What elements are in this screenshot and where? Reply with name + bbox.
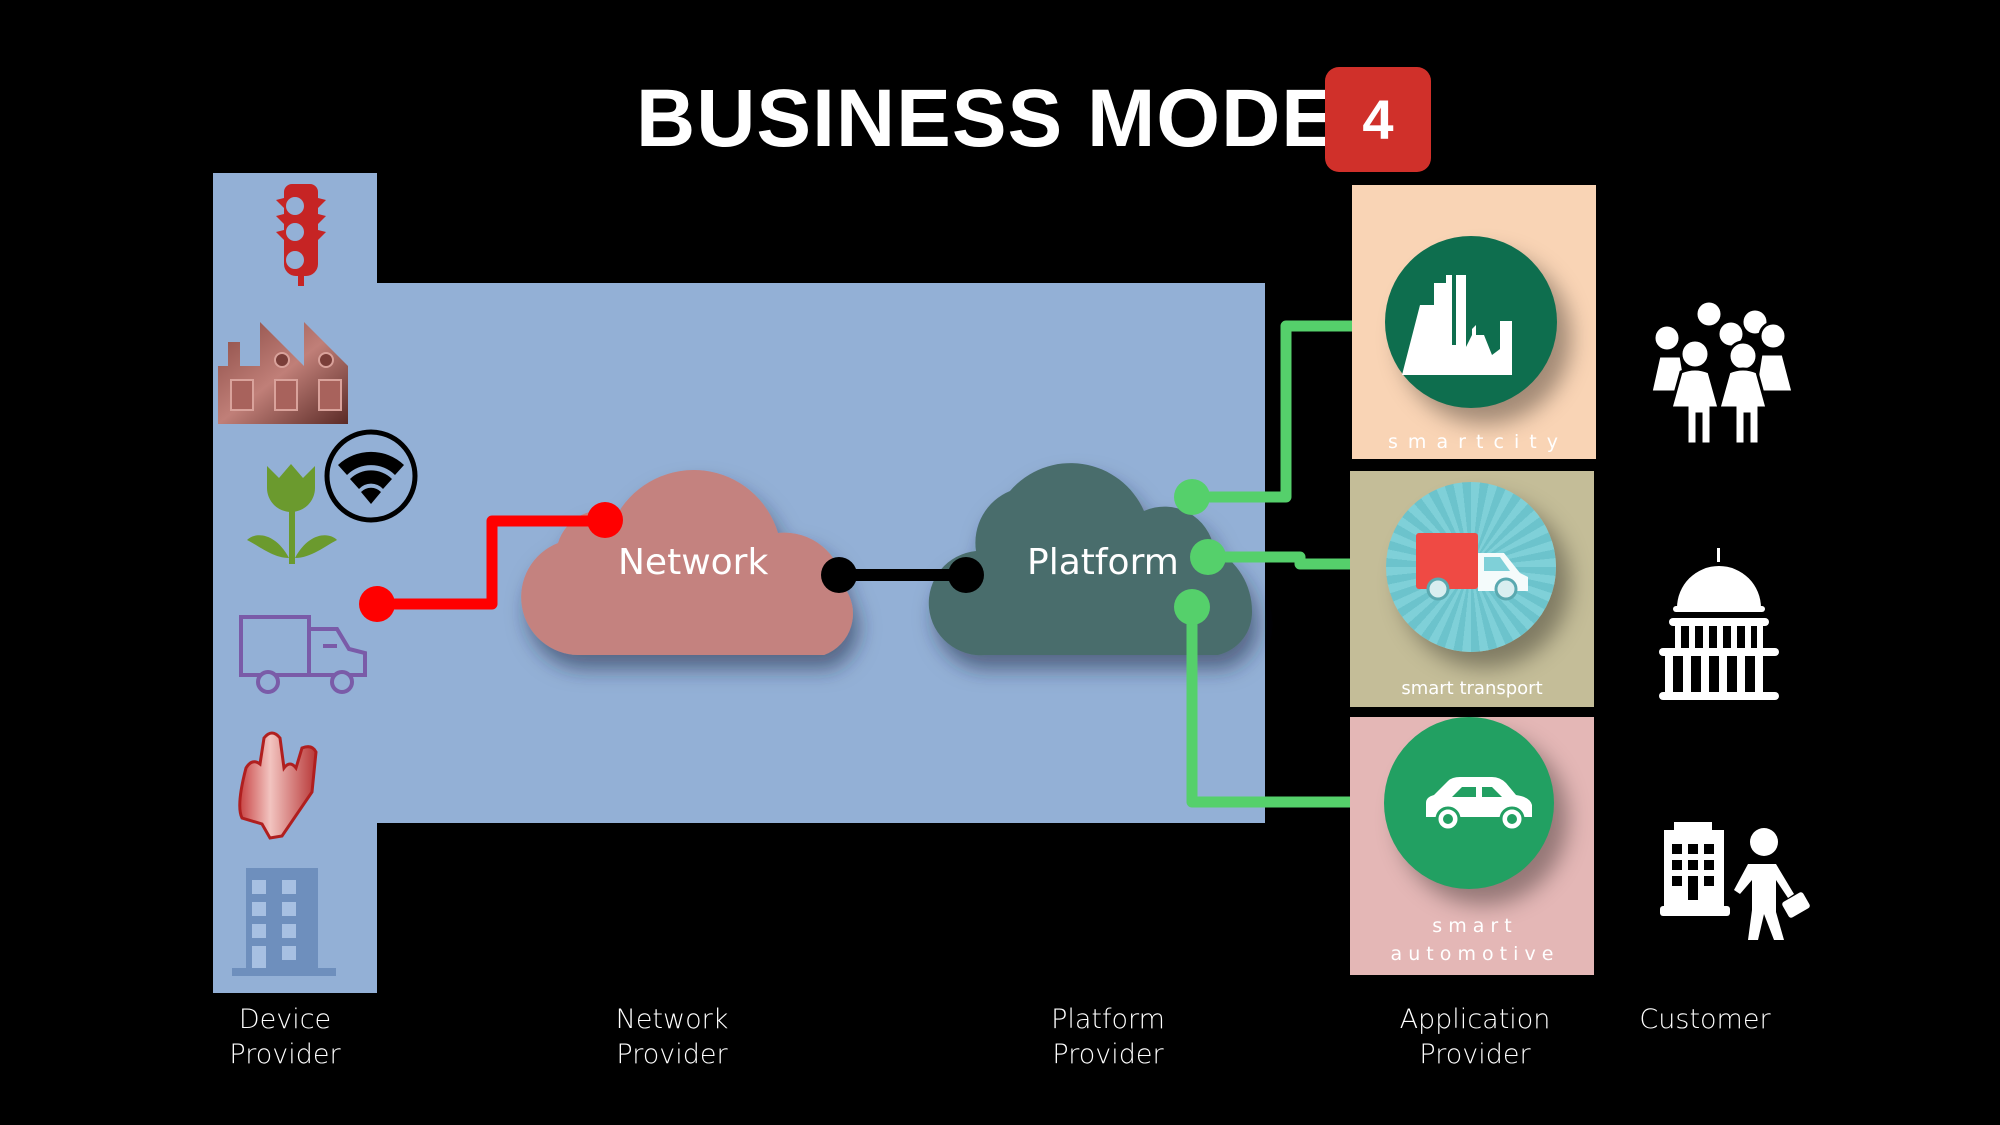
column-label-line1: Application	[1399, 1004, 1551, 1035]
robot-arm-icon	[238, 731, 318, 840]
connector-dot[interactable]	[948, 557, 984, 593]
platform-cloud-label: Platform	[1027, 542, 1179, 583]
connector-dot[interactable]	[359, 586, 395, 622]
office-building-icon	[232, 868, 336, 976]
network-cloud-label: Network	[618, 542, 769, 583]
plant-icon	[247, 464, 337, 564]
column-label-line1: Platform	[1051, 1004, 1165, 1035]
column-label-network-provider: Network Provider	[592, 1002, 752, 1072]
column-label-line2: Provider	[1419, 1039, 1531, 1070]
truck-icon	[239, 615, 367, 694]
platform-cloud	[928, 463, 1253, 656]
traffic-light-icon	[276, 184, 326, 286]
column-label-line2: Provider	[1052, 1039, 1164, 1070]
column-label-application-provider: Application Provider	[1375, 1002, 1575, 1072]
model-number-badge: 4	[1325, 67, 1431, 172]
smart-automotive-label-line2: a u t o m o t i v e	[1390, 943, 1554, 965]
smart-transport-tile[interactable]: smart transport	[1350, 471, 1594, 707]
connector-dot[interactable]	[1174, 589, 1210, 625]
smart-city-label: s m a r t c i t y	[1387, 431, 1561, 453]
connector-dot[interactable]	[821, 557, 857, 593]
smart-city-circle	[1385, 236, 1557, 408]
platform-app-connectors	[1186, 320, 1380, 808]
page-title: BUSINESS MODEL	[636, 73, 1389, 164]
smart-transport-label: smart transport	[1401, 678, 1543, 699]
connector-dot[interactable]	[1174, 479, 1210, 515]
column-label-line1: Customer	[1639, 1004, 1771, 1035]
network-platform-connector	[821, 557, 984, 593]
government-building-icon	[1659, 548, 1779, 700]
factory-icon	[218, 322, 348, 424]
city-skyline-icon	[1402, 275, 1512, 375]
connector-dot[interactable]	[1190, 539, 1226, 575]
connector-dot[interactable]	[587, 502, 623, 538]
business-person-icon	[1660, 822, 1810, 940]
column-label-platform-provider: Platform Provider	[1028, 1002, 1188, 1072]
wifi-icon	[324, 429, 418, 523]
column-label-line2: Provider	[229, 1039, 341, 1070]
smart-city-tile[interactable]: s m a r t c i t y	[1352, 185, 1596, 459]
smart-automotive-tile[interactable]: s m a r t a u t o m o t i v e	[1350, 717, 1594, 975]
crowd-icon	[1649, 299, 1795, 446]
smart-automotive-label-line1: s m a r t	[1432, 915, 1512, 937]
column-label-line2: Provider	[616, 1039, 728, 1070]
column-label-customer: Customer	[1620, 1002, 1790, 1037]
device-provider-panel	[213, 173, 377, 993]
delivery-truck-icon	[1416, 533, 1528, 601]
badge-number: 4	[1362, 88, 1394, 151]
device-network-connector	[359, 502, 623, 622]
platform-cloud-shape	[928, 463, 1253, 656]
column-label-line1: Network	[615, 1004, 729, 1035]
car-icon	[1426, 777, 1532, 832]
column-label-line1: Device	[238, 1004, 332, 1035]
column-label-device-provider: Device Provider	[205, 1002, 365, 1072]
